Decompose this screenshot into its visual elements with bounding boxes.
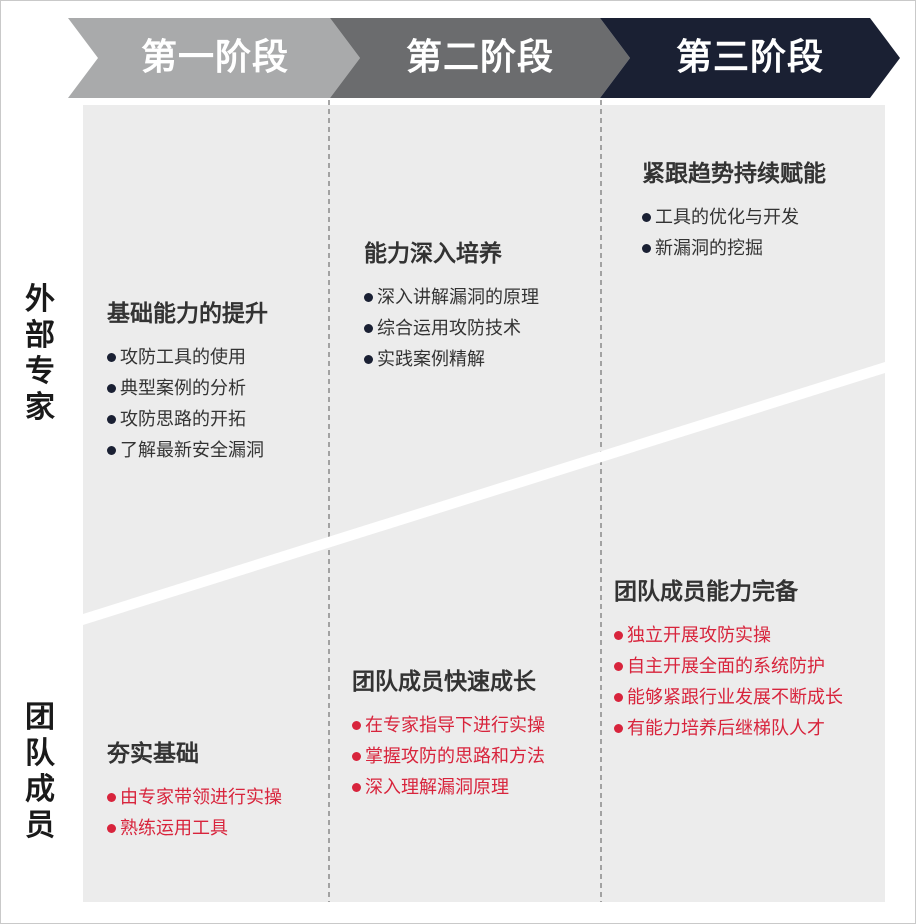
list-item: 深入讲解漏洞的原理: [364, 282, 539, 313]
block-title: 团队成员能力完备: [614, 579, 798, 605]
expert-block-stage-1: 基础能力的提升 攻防工具的使用 典型案例的分析 攻防思路的开拓 了解最新安全漏洞: [107, 294, 268, 466]
row-label-team: 团队成员: [25, 700, 55, 843]
bullet-icon: [107, 824, 116, 833]
list-item: 工具的优化与开发: [642, 202, 826, 233]
stage-2-arrow: [330, 18, 630, 98]
bullet-icon: [107, 415, 116, 424]
stage-2-label: 第二阶段: [405, 37, 554, 78]
bullet-icon: [352, 752, 361, 761]
list-item: 独立开展攻防实操: [614, 620, 843, 651]
block-title: 能力深入培养: [364, 241, 502, 267]
list-item: 实践案例精解: [364, 344, 539, 375]
stage-1-arrow: [68, 18, 360, 98]
bullet-icon: [614, 693, 623, 702]
list-item: 自主开展全面的系统防护: [614, 651, 843, 682]
team-block-stage-1: 夯实基础 由专家带领进行实操 熟练运用工具: [107, 734, 282, 844]
stage-3-arrow: [600, 18, 900, 98]
list-item: 掌握攻防的思路和方法: [352, 741, 545, 772]
bullet-icon: [364, 293, 373, 302]
list-item: 在专家指导下进行实操: [352, 710, 545, 741]
list-item: 有能力培养后继梯队人才: [614, 713, 843, 744]
bullet-icon: [642, 213, 651, 222]
list-item: 综合运用攻防技术: [364, 313, 539, 344]
list-item: 新漏洞的挖掘: [642, 233, 826, 264]
block-title: 紧跟趋势持续赋能: [642, 161, 826, 187]
bullet-icon: [614, 662, 623, 671]
row-label-expert: 外部专家: [25, 282, 55, 425]
list-item: 了解最新安全漏洞: [107, 435, 268, 466]
diagonal-divider: [83, 362, 885, 625]
bullet-icon: [614, 631, 623, 640]
bullet-icon: [364, 355, 373, 364]
stage-3-label: 第三阶段: [675, 37, 824, 78]
list-item: 能够紧跟行业发展不断成长: [614, 682, 843, 713]
bullet-icon: [642, 244, 651, 253]
block-title: 团队成员快速成长: [352, 669, 536, 695]
stage-1-label: 第一阶段: [140, 37, 289, 78]
list-item: 熟练运用工具: [107, 813, 282, 844]
expert-block-stage-3: 紧跟趋势持续赋能 工具的优化与开发 新漏洞的挖掘: [642, 154, 826, 264]
bullet-icon: [364, 324, 373, 333]
bullet-icon: [107, 793, 116, 802]
list-item: 典型案例的分析: [107, 373, 268, 404]
team-block-stage-2: 团队成员快速成长 在专家指导下进行实操 掌握攻防的思路和方法 深入理解漏洞原理: [352, 662, 545, 803]
bullet-icon: [107, 384, 116, 393]
content-panel: [83, 105, 885, 902]
list-item: 攻防思路的开拓: [107, 404, 268, 435]
list-item: 攻防工具的使用: [107, 342, 268, 373]
list-item: 深入理解漏洞原理: [352, 772, 545, 803]
block-title: 夯实基础: [107, 741, 199, 767]
list-item: 由专家带领进行实操: [107, 782, 282, 813]
bullet-icon: [107, 446, 116, 455]
bullet-icon: [107, 353, 116, 362]
bullet-icon: [614, 724, 623, 733]
expert-block-stage-2: 能力深入培养 深入讲解漏洞的原理 综合运用攻防技术 实践案例精解: [364, 234, 539, 375]
block-title: 基础能力的提升: [107, 301, 268, 327]
bullet-icon: [352, 721, 361, 730]
stage-arrows: [68, 18, 900, 98]
bullet-icon: [352, 783, 361, 792]
team-block-stage-3: 团队成员能力完备 独立开展攻防实操 自主开展全面的系统防护 能够紧跟行业发展不断…: [614, 572, 843, 744]
